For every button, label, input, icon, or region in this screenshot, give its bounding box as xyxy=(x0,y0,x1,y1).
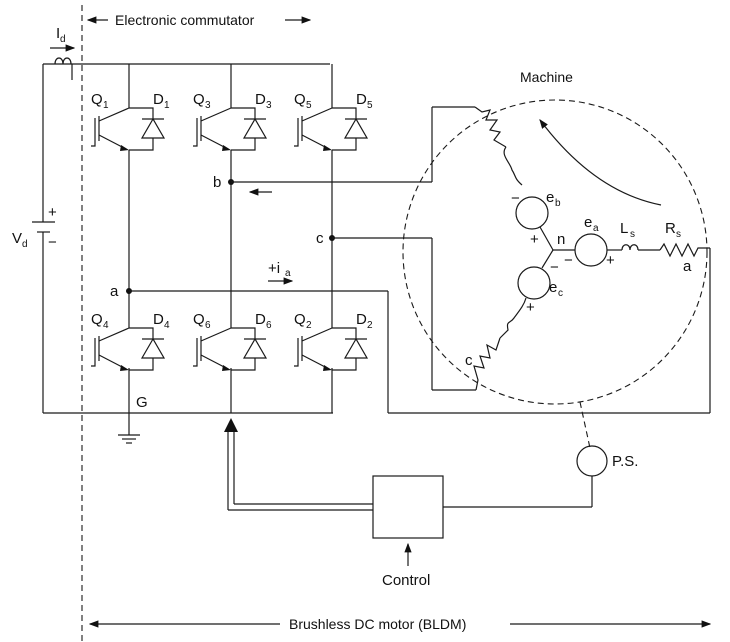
resistance-rs xyxy=(659,242,710,258)
phase-b-inductor xyxy=(503,146,523,186)
diode-label: D xyxy=(255,311,266,328)
diode-label-sub: 6 xyxy=(266,320,272,331)
emf-a-source xyxy=(574,233,608,267)
diode-label: D xyxy=(255,91,266,108)
svg-text:c: c xyxy=(465,352,473,369)
svg-text:R: R xyxy=(665,220,676,237)
svg-text:a: a xyxy=(285,268,291,279)
diode-label-sub: 4 xyxy=(164,320,170,331)
transistor-label-sub: 3 xyxy=(205,100,211,111)
emf-b-source xyxy=(515,196,549,230)
diode-label: D xyxy=(356,311,367,328)
diode-label-sub: 2 xyxy=(367,320,373,331)
rotation-arrow xyxy=(539,119,662,206)
svg-text:−: − xyxy=(550,259,559,276)
svg-text:n: n xyxy=(557,231,565,248)
svg-text:s: s xyxy=(676,229,681,240)
svg-text:c: c xyxy=(316,230,324,247)
svg-text:+: + xyxy=(606,252,615,269)
svg-text:+: + xyxy=(48,204,57,221)
svg-text:a: a xyxy=(683,258,692,275)
svg-text:G: G xyxy=(136,394,148,411)
transistor-label: Q xyxy=(193,311,205,328)
transistor-label-sub: 2 xyxy=(306,320,312,331)
svg-text:s: s xyxy=(630,229,635,240)
dc-supply: + − V d I d G xyxy=(12,25,333,444)
transistor-label: Q xyxy=(294,91,306,108)
diode-label-sub: 5 xyxy=(367,100,373,111)
diode-label-sub: 3 xyxy=(266,100,272,111)
svg-text:−: − xyxy=(564,252,573,269)
controller-box xyxy=(372,475,444,539)
commutator-title: Electronic commutator xyxy=(86,12,312,28)
phase-c-inductor xyxy=(499,297,527,339)
transistor-label: Q xyxy=(91,91,103,108)
inductance-ls xyxy=(621,244,639,251)
control-block: Control xyxy=(224,418,444,589)
svg-text:P.S.: P.S. xyxy=(612,453,638,470)
transistor-label-sub: 4 xyxy=(103,320,109,331)
svg-text:+: + xyxy=(530,231,539,248)
phase-c-resistor xyxy=(473,337,501,391)
machine-title: Machine xyxy=(520,69,573,85)
svg-text:L: L xyxy=(620,220,628,237)
machine: e b − + n e a − + L s R s a e c − + c xyxy=(402,99,710,449)
transistor-label-sub: 6 xyxy=(205,320,211,331)
bldm-span-label: Brushless DC motor (BLDM) xyxy=(88,616,712,632)
svg-text:−: − xyxy=(48,234,57,251)
svg-text:Control: Control xyxy=(382,572,430,589)
svg-text:V: V xyxy=(12,230,22,247)
svg-text:d: d xyxy=(22,239,28,250)
svg-text:a: a xyxy=(593,223,599,234)
transistor-label-sub: 5 xyxy=(306,100,312,111)
emf-c-source xyxy=(517,266,551,300)
current-sensor-icon xyxy=(54,57,72,65)
svg-text:Brushless DC motor (BLDM): Brushless DC motor (BLDM) xyxy=(289,616,466,632)
svg-text:Electronic commutator: Electronic commutator xyxy=(115,12,255,28)
svg-text:b: b xyxy=(213,174,221,191)
gate-signal-arrow xyxy=(224,418,238,432)
phase-b-resistor xyxy=(474,106,507,148)
transistor-label-sub: 1 xyxy=(103,100,109,111)
svg-text:+i: +i xyxy=(268,260,280,277)
phase-wiring: b c a +i a xyxy=(110,106,711,414)
transistor-label: Q xyxy=(294,311,306,328)
svg-text:d: d xyxy=(60,34,66,45)
svg-text:e: e xyxy=(546,189,554,206)
svg-text:e: e xyxy=(549,279,557,296)
diode-label: D xyxy=(356,91,367,108)
transistor-label: Q xyxy=(91,311,103,328)
position-sensor: P.S. xyxy=(443,445,638,508)
svg-text:a: a xyxy=(110,283,119,300)
diode-label: D xyxy=(153,91,164,108)
machine-boundary xyxy=(402,99,708,405)
svg-text:c: c xyxy=(558,288,563,299)
transistor-label: Q xyxy=(193,91,205,108)
diode-label: D xyxy=(153,311,164,328)
svg-text:e: e xyxy=(584,214,592,231)
svg-text:−: − xyxy=(511,190,520,207)
svg-text:+: + xyxy=(526,299,535,316)
svg-text:b: b xyxy=(555,198,561,209)
diode-label-sub: 1 xyxy=(164,100,170,111)
svg-text:I: I xyxy=(56,25,60,42)
